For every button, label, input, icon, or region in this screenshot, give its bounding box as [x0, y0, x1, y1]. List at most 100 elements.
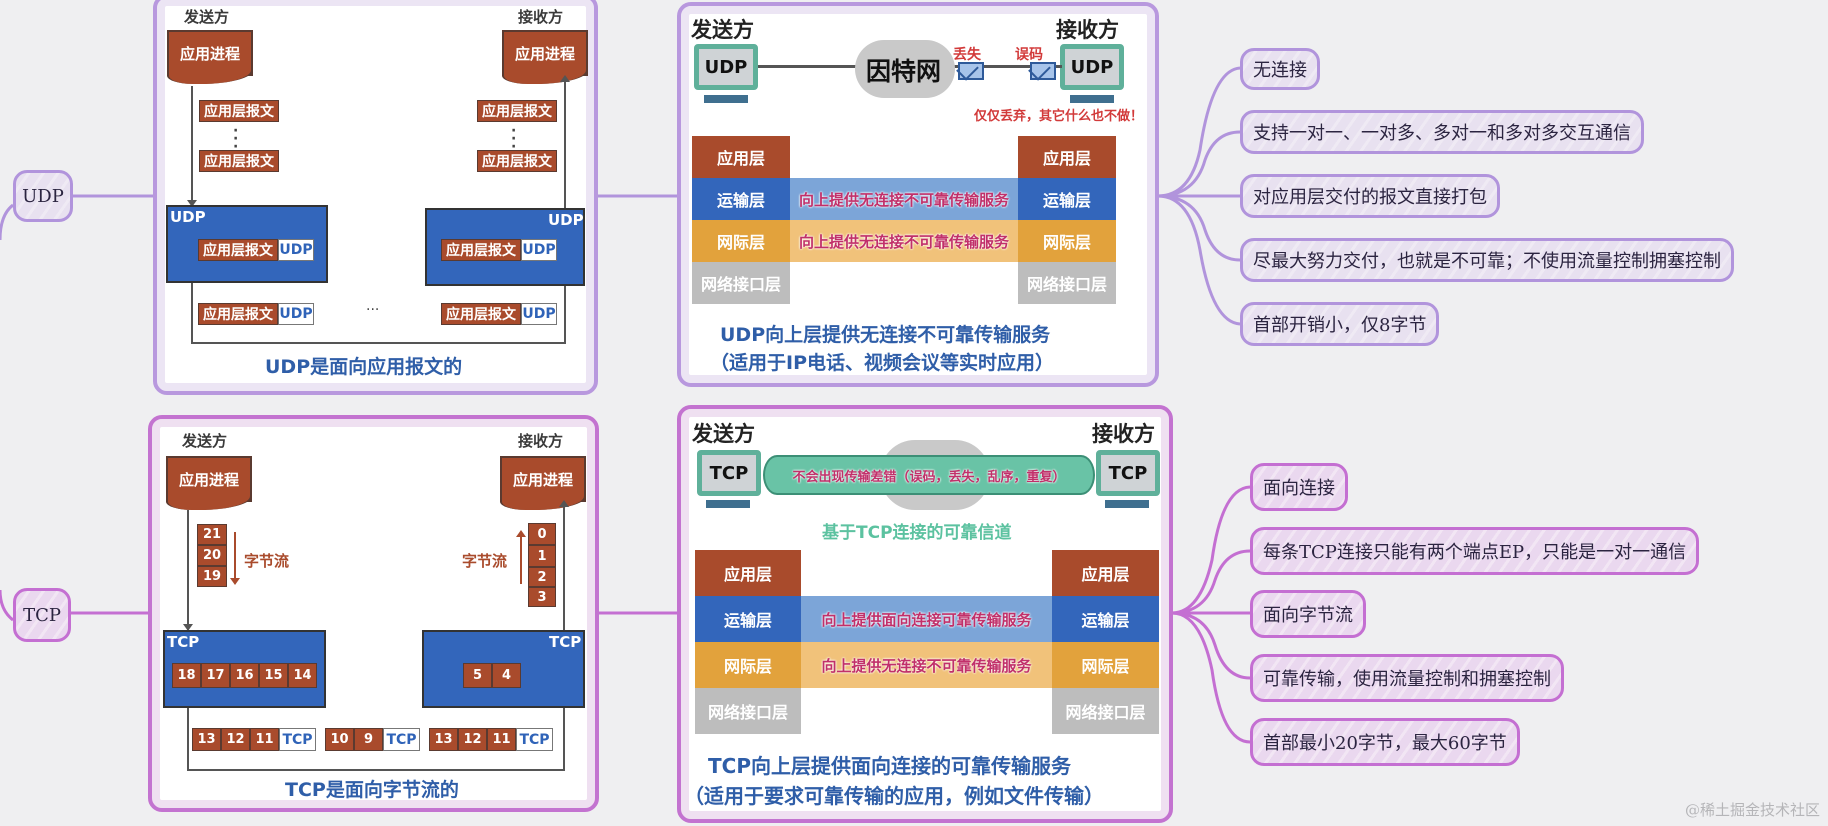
udp-sender-datagram-payload: 应用层报文 — [198, 239, 278, 261]
error-label: 误码 — [1015, 47, 1043, 63]
udp-sender-down-arrow — [191, 86, 193, 204]
udp-receiver-message-1: 应用层报文 — [477, 100, 557, 122]
tcp-sender-host-icon: TCP — [697, 450, 761, 496]
udp-right-link-layer: 网络接口层 — [1018, 262, 1116, 304]
tcp-transport-service-label: 向上提供面向连接可靠传输服务 — [821, 610, 1032, 629]
tcp-stream-caption: TCP是面向字节流的 — [285, 779, 459, 801]
tcp-receiver-queue-byte: 3 — [528, 587, 556, 607]
udp-link-right — [950, 65, 1062, 68]
udp-path-right — [564, 286, 566, 344]
udp-internet-band — [790, 220, 1018, 262]
arrowhead-up-icon — [559, 500, 569, 507]
udp-receiver-host-icon: UDP — [1060, 44, 1124, 90]
udp-service-sender-label: 发送方 — [691, 18, 754, 42]
udp-feature-connectionless[interactable]: 无连接 — [1240, 48, 1320, 90]
udp-right-internet-layer: 网际层 — [1018, 220, 1116, 262]
udp-transit-header-1: UDP — [278, 303, 314, 325]
tcp-sender-label: 发送方 — [182, 432, 228, 450]
tcp-service-receiver-label: 接收方 — [1092, 422, 1155, 446]
tcp-feature-connection-oriented[interactable]: 面向连接 — [1250, 463, 1348, 511]
tcp-segment-2-byte: 10 — [325, 728, 354, 751]
tcp-segment-1-header: TCP — [279, 728, 316, 751]
udp-service-caption-1: UDP向上层提供无连接不可靠传输服务 — [720, 324, 1051, 346]
tcp-right-transport-layer: 运输层 — [1052, 596, 1159, 642]
udp-transport-service-label: 向上提供无连接不可靠传输服务 — [798, 190, 1009, 209]
tcp-topic-label: TCP — [23, 604, 61, 626]
tcp-channel-label: 基于TCP连接的可靠信道 — [822, 523, 1012, 543]
tcp-sender-process: 应用进程 — [166, 456, 252, 510]
udp-topic-label: UDP — [22, 185, 64, 207]
udp-receiver-process: 应用进程 — [502, 30, 588, 84]
tcp-path-bottom — [187, 769, 565, 771]
tcp-feature-byte-stream[interactable]: 面向字节流 — [1250, 590, 1366, 638]
tcp-internet-service-label: 向上提供无连接不可靠传输服务 — [821, 656, 1032, 675]
tcp-segment-2-header: TCP — [383, 728, 420, 751]
internet-cloud-icon — [855, 40, 955, 98]
udp-topic-node[interactable]: UDP — [13, 170, 73, 222]
drop-note: 仅仅丢弃，其它什么也不做！ — [974, 109, 1144, 124]
monitor-base — [1070, 95, 1114, 103]
tcp-receiver-stream-label: 字节流 — [462, 552, 508, 570]
arrowhead-down-icon — [187, 200, 197, 207]
tcp-sender-stream-label: 字节流 — [244, 552, 290, 570]
tcp-sender-buffer-byte: 14 — [288, 663, 317, 688]
udp-sender-label: 发送方 — [184, 8, 230, 26]
horizontal-ellipsis: ··· — [366, 302, 380, 318]
byte-stream-down-arrow — [234, 532, 236, 580]
envelope-icon — [958, 62, 984, 80]
arrowhead-down-icon — [183, 624, 193, 631]
tcp-sender-buffer-byte: 15 — [259, 663, 288, 688]
tcp-sender-queue-byte: 21 — [197, 524, 227, 545]
tcp-sender-queue-byte: 19 — [197, 566, 227, 587]
tcp-sender-buffer-byte: 17 — [201, 663, 230, 688]
udp-service-receiver-label: 接收方 — [1056, 18, 1119, 42]
udp-sender-message-1: 应用层报文 — [199, 100, 279, 122]
tcp-sender-queue-byte: 20 — [197, 545, 227, 566]
byte-stream-up-arrow — [520, 536, 522, 584]
udp-receiver-message-2: 应用层报文 — [477, 150, 557, 172]
udp-receiver-datagram-payload: 应用层报文 — [441, 239, 521, 261]
udp-feature-small-header[interactable]: 首部开销小，仅8字节 — [1240, 302, 1440, 346]
vertical-ellipsis: ··· — [511, 123, 517, 155]
udp-receiver-label: 接收方 — [518, 8, 564, 26]
tcp-service-caption-2: （适用于要求可靠传输的应用，例如文件传输） — [684, 784, 1104, 808]
tcp-segment-2-byte: 9 — [354, 728, 383, 751]
tcp-service-caption-1: TCP向上层提供面向连接的可靠传输服务 — [708, 754, 1071, 778]
tcp-path-left — [187, 708, 189, 770]
tcp-right-internet-layer: 网际层 — [1052, 642, 1159, 688]
tcp-sender-buffer-byte: 18 — [172, 663, 201, 688]
tcp-feature-point-to-point[interactable]: 每条TCP连接只能有两个端点EP，只能是一对一通信 — [1250, 527, 1700, 575]
udp-sender-layer-label: UDP — [170, 208, 206, 226]
arrowhead-down-icon — [230, 578, 240, 585]
loss-label: 丢失 — [953, 47, 981, 63]
udp-feature-best-effort[interactable]: 尽最大努力交付，也就是不可靠；不使用流量控制拥塞控制 — [1240, 238, 1734, 282]
tcp-transport-band — [801, 596, 1052, 642]
udp-feature-multicast-support[interactable]: 支持一对一、一对多、多对一和多对多交互通信 — [1240, 110, 1644, 154]
tcp-internet-band — [801, 642, 1052, 688]
udp-feature-message-packing[interactable]: 对应用层交付的报文直接打包 — [1240, 174, 1500, 218]
udp-left-app-layer: 应用层 — [692, 136, 790, 178]
udp-left-transport-layer: 运输层 — [692, 178, 790, 220]
tcp-feature-reliable-transfer[interactable]: 可靠传输，使用流量控制和拥塞控制 — [1250, 654, 1564, 702]
udp-transport-band — [790, 178, 1018, 220]
tcp-right-link-layer: 网络接口层 — [1052, 688, 1159, 734]
tcp-left-app-layer: 应用层 — [695, 550, 801, 596]
tcp-topic-node[interactable]: TCP — [13, 588, 71, 642]
tcp-receiver-buffer-byte: 5 — [463, 663, 492, 688]
udp-receiver-datagram-header: UDP — [521, 239, 557, 261]
monitor-base — [704, 95, 748, 103]
tcp-receiver-queue-byte: 2 — [528, 567, 556, 587]
internet-label: 因特网 — [866, 57, 942, 86]
tcp-receiver-process: 应用进程 — [500, 456, 586, 510]
tcp-receiver-buffer-byte: 4 — [492, 663, 521, 688]
tcp-receiver-layer-label: TCP — [549, 633, 582, 651]
tcp-receiver-queue-byte: 0 — [528, 523, 556, 545]
udp-sender-process: 应用进程 — [167, 30, 253, 84]
tcp-receiver-host-icon: TCP — [1096, 450, 1160, 496]
tcp-left-internet-layer: 网际层 — [695, 642, 801, 688]
udp-transit-header-2: UDP — [521, 303, 557, 325]
tcp-feature-header-size[interactable]: 首部最小20字节，最大60字节 — [1250, 718, 1520, 766]
tcp-reliable-pipe: 不会出现传输差错（误码，丢失，乱序，重复） — [763, 455, 1095, 495]
envelope-icon — [1030, 62, 1056, 80]
